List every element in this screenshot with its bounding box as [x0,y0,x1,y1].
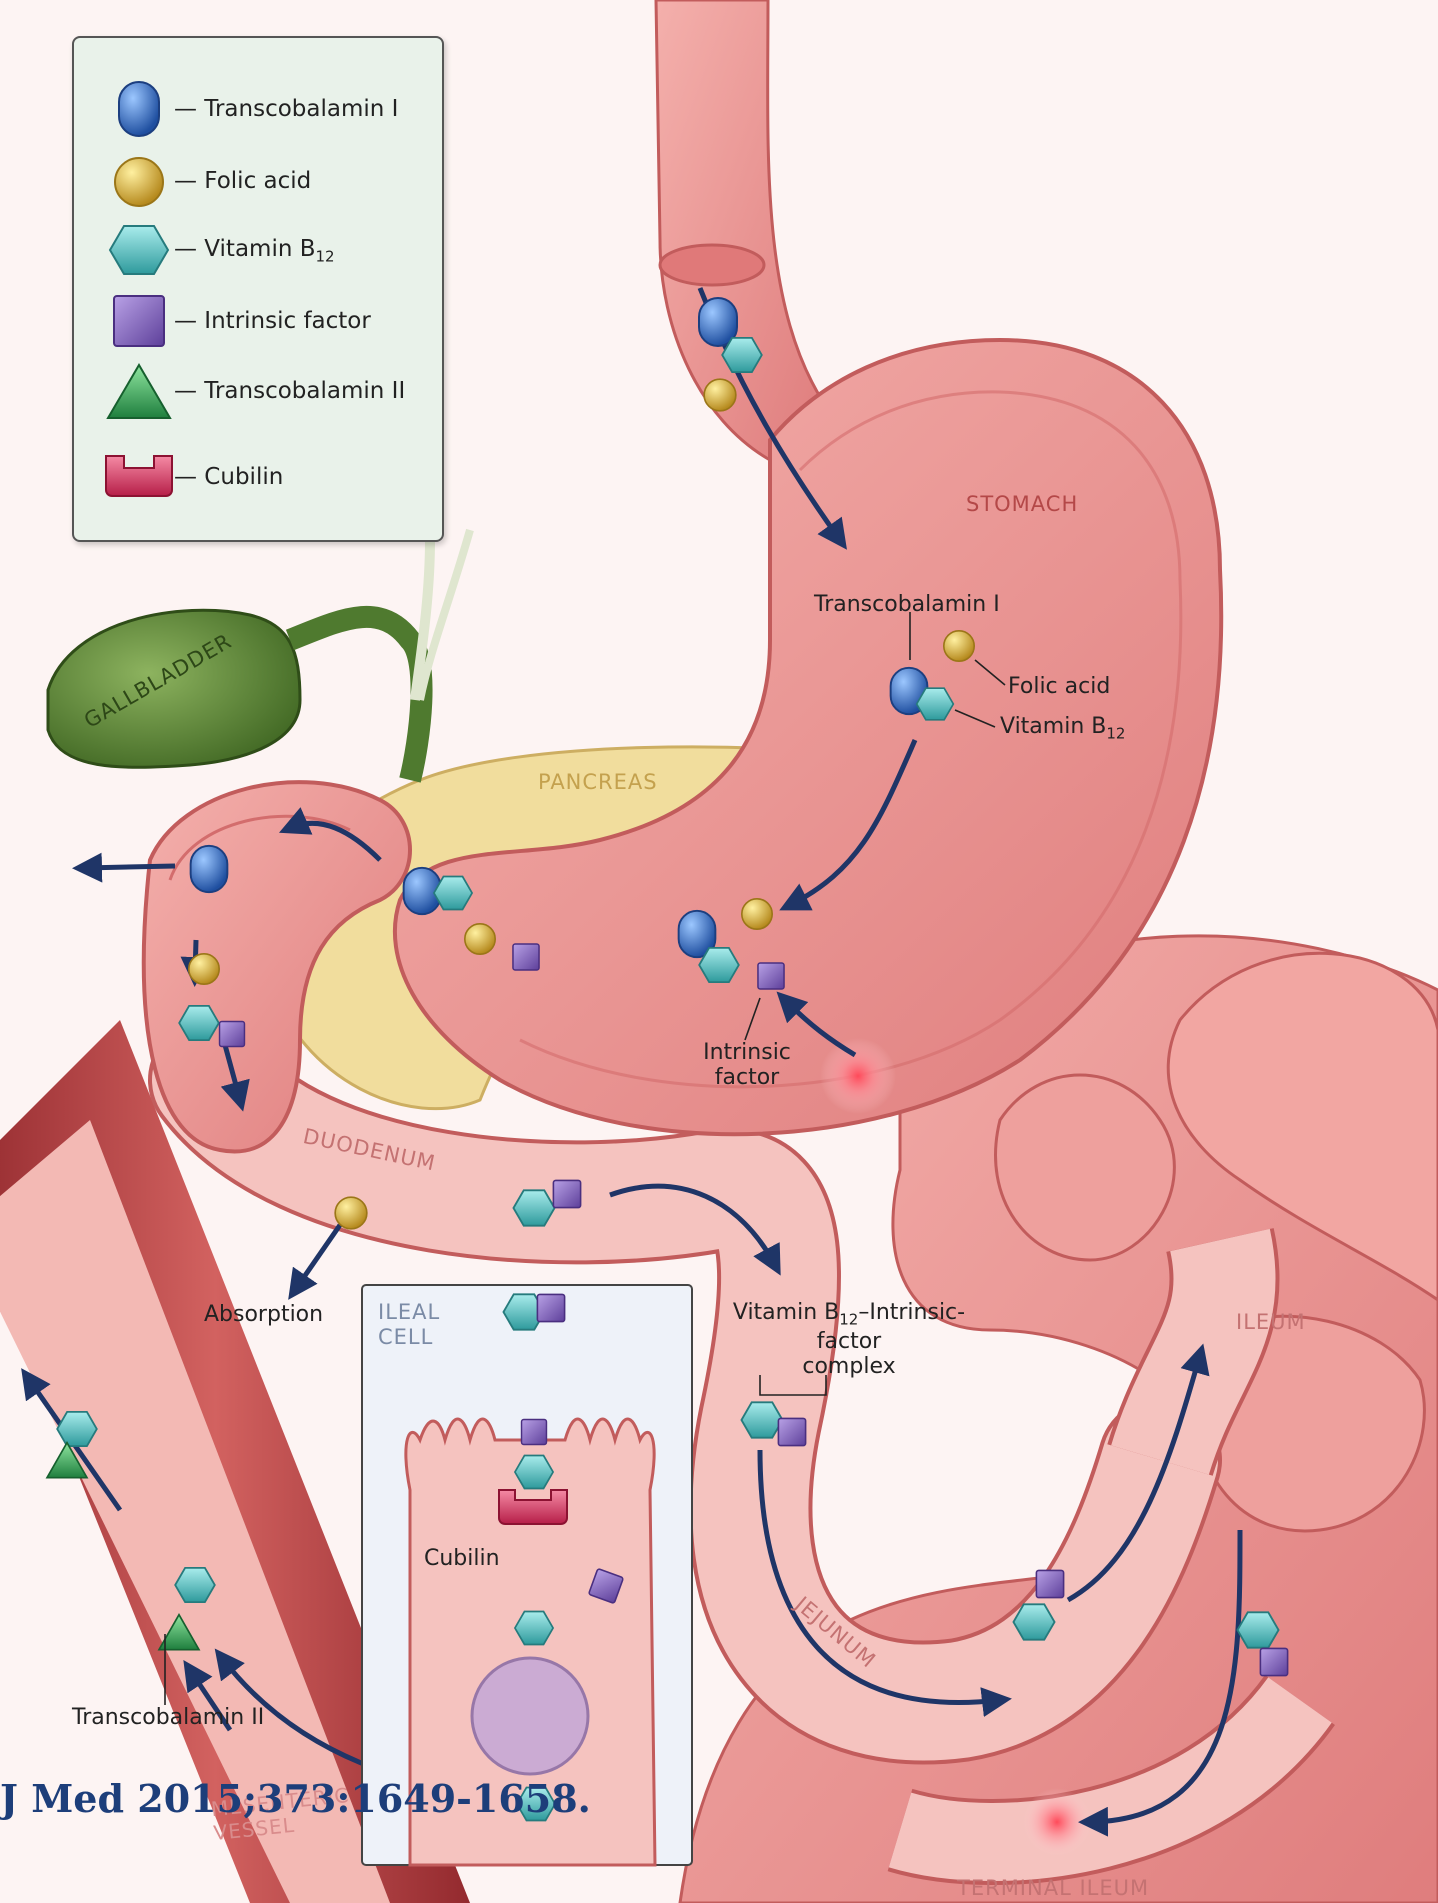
vitamin-b12-molecule [740,1401,784,1439]
cubilin-label: Cubilin [424,1546,500,1571]
terminal-ileum-glow [1023,1788,1091,1856]
vitamin-b12-molecule [698,947,740,983]
folic-acid-molecule [334,1196,368,1230]
factor-line-2: factor [714,1065,780,1091]
legend-item-intrinsic-factor: — Intrinsic factor [74,292,442,352]
flow-arrows [21,287,1243,1837]
stomach [392,337,1224,1137]
folic-acid-molecule [463,922,497,956]
intrinsic-factor-label: Intrinsic factor [682,1040,812,1091]
legend-label: — Cubilin [174,464,284,490]
stomach-label: STOMACH [966,492,1079,516]
intrinsic-factor-molecule [777,1417,807,1447]
vitamin-b12-label: Vitamin B12 [1000,714,1126,743]
yellow-sphere-icon [114,157,164,207]
transcobalamin-2-label: Transcobalamin II [72,1705,265,1730]
green-triangle-icon [106,363,172,419]
vitamin-b12-molecule [721,336,763,374]
legend-label: — Intrinsic factor [174,308,371,334]
vitamin-b12-molecule [1236,1611,1280,1649]
intrinsic-line-1: Intrinsic [703,1040,791,1065]
intrinsic-factor-molecule [218,1020,246,1048]
vitamin-b12-molecule [915,687,955,721]
ileal-cell-label: ILEAL CELL [378,1300,440,1350]
complex-line-2: complex [802,1353,896,1379]
vitamin-b12-molecule [174,1567,216,1603]
teal-hexagon-icon [108,225,170,275]
legend-item-transcobalamin-1: — Transcobalamin I [74,80,442,140]
vitamin-b12-molecule [1012,1603,1056,1641]
folic-acid-molecule [188,952,220,986]
cell-line-2: CELL [378,1325,434,1350]
ileal-line-1: ILEAL [378,1300,441,1324]
folic-acid-molecule [703,378,737,412]
vitamin-b12-molecule [512,1189,556,1227]
vitamin-b12-molecule [514,1454,554,1490]
legend-label: — Vitamin B12 [174,236,335,266]
intrinsic-factor-molecule [536,1293,566,1323]
intrinsic-factor-molecule [757,962,785,990]
gallbladder [46,528,474,783]
legend-item-transcobalamin-2: — Transcobalamin II [74,362,442,422]
legend: — Transcobalamin I — Folic acid — Vitami… [72,36,444,542]
pancreas-label: PANCREAS [538,770,658,794]
vitamin-b12-molecule [178,1005,220,1041]
complex-label: Vitamin B12–Intrinsic-factor complex [704,1300,994,1379]
esophagus [654,0,824,462]
terminal-ileum-label: TERMINAL ILEUM [957,1876,1150,1900]
red-receptor-icon [105,455,173,497]
intrinsic-factor-molecule [520,1418,548,1446]
absorption-label: Absorption [204,1302,324,1327]
vitamin-b12-molecule [433,875,473,911]
parietal-cell-glow [820,1038,896,1114]
ileum-label: ILEUM [1236,1310,1306,1334]
folic-acid-molecule [942,629,976,663]
intrinsic-factor-molecule [1035,1569,1065,1599]
legend-label: — Transcobalamin II [174,378,406,404]
legend-label: — Folic acid [174,168,312,194]
legend-item-folic-acid: — Folic acid [74,152,442,212]
folic-acid-molecule [740,897,774,931]
citation: J Med 2015;373:1649-1658. [0,1776,591,1821]
transcobalamin-1-molecule [189,844,229,894]
legend-label: — Transcobalamin I [174,96,399,122]
blue-capsule-icon [118,81,160,137]
intrinsic-factor-molecule [552,1179,582,1209]
legend-item-vitamin-b12: — Vitamin B12 [74,220,442,280]
intrinsic-factor-molecule [1259,1647,1289,1677]
mesenteric-vessel [0,1020,470,1903]
purple-square-icon [113,295,165,347]
intrinsic-factor-molecule [512,943,540,971]
transcobalamin-1-label: Transcobalamin I [814,592,1000,617]
vitamin-b12-molecule [56,1411,98,1447]
leader-lines [164,612,1006,1705]
folic-acid-label: Folic acid [1008,674,1111,699]
legend-item-cubilin: — Cubilin [74,448,442,508]
vitamin-b12-molecule [514,1610,554,1646]
